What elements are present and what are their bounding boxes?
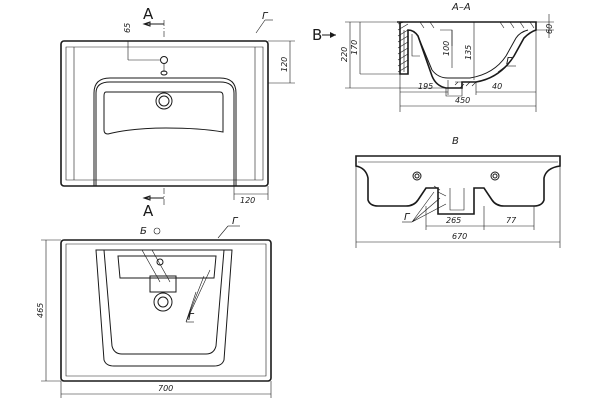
bottom-drain-outer (153, 292, 173, 312)
top-view-rim (65, 46, 264, 181)
top-view-outline (60, 40, 269, 187)
dim-120-bottom: 120 (240, 196, 255, 205)
overflow-hole (160, 70, 168, 76)
dim-120-right: 120 (280, 57, 289, 72)
bowl-basin (103, 91, 224, 135)
dim-77: 77 (506, 216, 517, 225)
view-b-marker: B (312, 26, 336, 44)
callout-bottom: Г (188, 312, 195, 323)
callout-section: Г (506, 56, 513, 67)
front-view: В Г 265 77 670 (355, 136, 561, 248)
callout-bottom-top: Г (232, 216, 239, 227)
dim-450: 450 (455, 96, 470, 105)
bottom-label: Б (140, 226, 147, 237)
section-marker-bottom: A (143, 202, 154, 220)
tap-hole (160, 56, 168, 64)
section-profile-inner (407, 29, 529, 79)
drain-inner (158, 95, 170, 107)
bowl-outer (93, 77, 237, 187)
dim-265: 265 (446, 216, 461, 225)
dim-135: 135 (464, 45, 473, 60)
view-title: В (452, 136, 459, 147)
dim-40: 40 (492, 82, 502, 91)
dim-700: 700 (158, 384, 173, 393)
right-hole (490, 171, 500, 181)
left-hole (412, 171, 422, 181)
bottom-outline (60, 239, 272, 382)
dim-60: 60 (545, 24, 554, 34)
bottom-drain-inner (157, 296, 169, 308)
dim-100: 100 (442, 41, 451, 56)
dim-220: 220 (340, 47, 349, 62)
view-b-label: B (312, 26, 322, 44)
dim-65: 65 (123, 23, 132, 33)
callout-top-view: Г (262, 11, 269, 22)
callout-front: Г (404, 212, 411, 223)
dim-465: 465 (36, 303, 45, 318)
section-title: А–А (451, 2, 471, 13)
dim-170: 170 (350, 40, 359, 55)
dim-670: 670 (452, 232, 467, 241)
bottom-rib (117, 255, 217, 279)
top-view: A A 65 120 120 Г (60, 5, 295, 220)
front-outline (355, 155, 561, 215)
section-marker-top: A (143, 5, 154, 23)
bottom-view: Б Г Г 465 700 (36, 216, 272, 398)
bottom-bowl (95, 249, 233, 367)
bottom-tap-hole (156, 258, 164, 266)
dim-195: 195 (418, 82, 433, 91)
bottom-drain-box (149, 275, 177, 293)
section-view: А–А 220 170 100 135 60 195 40 (340, 2, 554, 112)
drain-outer (155, 92, 173, 110)
